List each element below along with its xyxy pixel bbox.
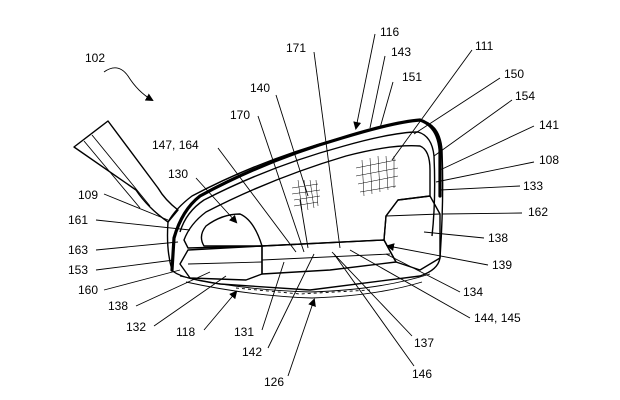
label-141: 141 <box>539 118 559 132</box>
label-116: 116 <box>380 25 399 39</box>
label-154: 154 <box>515 89 535 103</box>
hosel <box>73 120 179 223</box>
label-138-right: 138 <box>488 231 508 245</box>
label-140: 140 <box>250 81 270 95</box>
label-170: 170 <box>230 108 250 122</box>
label-137: 137 <box>414 336 434 350</box>
label-151: 151 <box>402 70 422 84</box>
label-153: 153 <box>68 263 88 277</box>
label-143: 143 <box>391 45 411 59</box>
label-134: 134 <box>463 285 483 299</box>
label-111: 111 <box>475 39 494 53</box>
label-102: 102 <box>85 51 105 65</box>
reference-labels: 116 171 143 111 151 150 140 154 170 141 … <box>68 25 559 389</box>
label-109: 109 <box>78 188 98 202</box>
label-161: 161 <box>68 213 88 227</box>
label-163: 163 <box>68 243 88 257</box>
reference-arrow-102 <box>103 67 154 101</box>
label-144-145: 144, 145 <box>474 311 521 325</box>
label-146: 146 <box>412 367 432 381</box>
label-150: 150 <box>504 67 524 81</box>
label-139: 139 <box>492 258 512 272</box>
label-171: 171 <box>286 41 306 55</box>
label-108: 108 <box>539 153 559 167</box>
label-130: 130 <box>168 167 188 181</box>
label-131: 131 <box>234 325 254 339</box>
label-132: 132 <box>126 320 146 334</box>
leader-lines <box>95 33 535 377</box>
club-head-body <box>166 118 444 299</box>
label-147-164: 147, 164 <box>152 138 199 152</box>
label-160: 160 <box>78 283 98 297</box>
label-118: 118 <box>176 325 195 339</box>
label-126: 126 <box>264 375 284 389</box>
label-133: 133 <box>523 179 543 193</box>
label-138-left: 138 <box>108 299 128 313</box>
face-crosshatch <box>291 155 399 211</box>
label-162: 162 <box>528 205 548 219</box>
label-142: 142 <box>242 345 262 359</box>
